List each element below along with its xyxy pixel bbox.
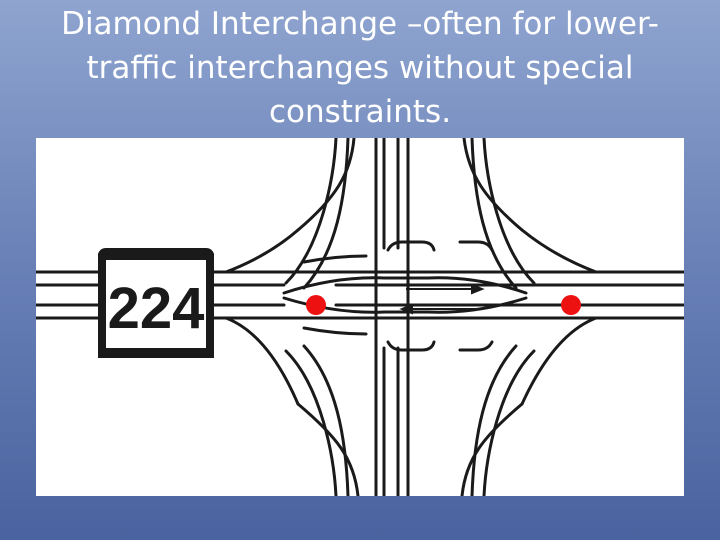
interchange-diagram: 224 xyxy=(36,138,684,496)
route-shield-number: 224 xyxy=(108,276,205,341)
conflict-points xyxy=(306,295,581,315)
interchange-diagram-svg: 224 xyxy=(36,138,684,496)
east-conflict-point xyxy=(561,295,581,315)
crossroad-edges xyxy=(374,138,410,496)
turn-curves xyxy=(386,240,494,352)
eastbound-arrow-head xyxy=(471,283,485,295)
west-ramps xyxy=(224,138,360,496)
westbound-arrow-head xyxy=(399,303,413,315)
slide-title: Diamond Interchange –often for lower-tra… xyxy=(61,6,659,130)
lane-arrows xyxy=(399,283,485,315)
east-ramps xyxy=(460,138,598,496)
route-shield: 224 xyxy=(98,248,214,358)
west-conflict-point xyxy=(306,295,326,315)
